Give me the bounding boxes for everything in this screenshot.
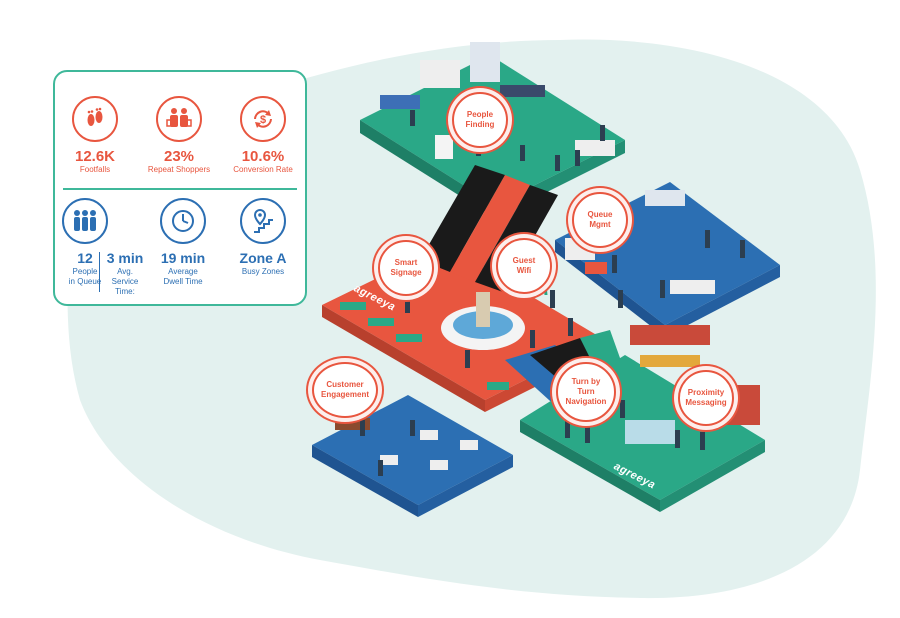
feature-label-line: Navigation bbox=[565, 397, 607, 406]
feature-label-line: Proximity bbox=[687, 388, 725, 397]
feature-label-line: Turn bbox=[577, 387, 595, 396]
feature-label-line: People bbox=[466, 110, 494, 119]
conversion-dollar-icon: $ bbox=[240, 96, 286, 142]
stat-label: Repeat Shoppers bbox=[147, 165, 211, 174]
stat-label-line: Dwell Time bbox=[163, 277, 203, 286]
stat-label-line: Service bbox=[111, 277, 139, 286]
stat-label-line: in Queue bbox=[68, 277, 102, 286]
stat-value: 12 bbox=[77, 250, 93, 266]
stats-divider bbox=[63, 188, 297, 190]
stat-service-time: 3 min Avg. Service Time: bbox=[83, 250, 167, 297]
stat-dwell-time: 19 min Average Dwell Time bbox=[141, 198, 225, 287]
shoppers-icon bbox=[156, 96, 202, 142]
people-queue-icon bbox=[62, 198, 108, 244]
stat-repeat-shoppers: 23% Repeat Shoppers bbox=[137, 96, 221, 175]
feature-label-line: Engagement bbox=[320, 390, 369, 399]
stat-busy-zones: Zone A Busy Zones bbox=[221, 198, 305, 277]
stat-footfalls: 12.6K Footfalls bbox=[53, 96, 137, 175]
stat-label: Footfalls bbox=[79, 165, 111, 174]
stat-separator bbox=[99, 252, 100, 292]
stat-label: Conversion Rate bbox=[233, 165, 293, 174]
feature-label-line: Wifi bbox=[516, 266, 532, 275]
stat-conversion-rate: $ 10.6% Conversion Rate bbox=[221, 96, 305, 175]
stat-label-line: Avg. bbox=[117, 267, 133, 276]
feature-label-line: Mgmt bbox=[589, 220, 611, 229]
stat-label-line: Time: bbox=[115, 287, 135, 296]
footprints-icon bbox=[72, 96, 118, 142]
shoppers-figures bbox=[360, 110, 745, 476]
stat-label-line: Average bbox=[168, 267, 198, 276]
feature-label-line: Queue bbox=[587, 210, 613, 219]
location-stairs-icon bbox=[240, 198, 286, 244]
stat-value: 12.6K bbox=[74, 148, 116, 165]
stat-label-line: People bbox=[72, 267, 98, 276]
feature-label-line: Finding bbox=[465, 120, 495, 129]
stat-value: 10.6% bbox=[241, 148, 285, 165]
feature-label-line: Smart bbox=[394, 258, 418, 267]
feature-label-line: Messaging bbox=[685, 398, 727, 407]
clock-icon bbox=[160, 198, 206, 244]
feature-label-line: Customer bbox=[326, 380, 364, 389]
stat-people-in-queue bbox=[43, 198, 127, 250]
feature-label-line: Turn by bbox=[571, 377, 601, 386]
stat-value: Zone A bbox=[239, 250, 287, 266]
feature-label-line: Signage bbox=[390, 268, 422, 277]
stat-queue-count: 12 People in Queue bbox=[43, 250, 127, 287]
stat-value: 3 min bbox=[106, 250, 144, 266]
stat-value: 23% bbox=[163, 148, 195, 165]
feature-label-line: Guest bbox=[512, 256, 536, 265]
svg-text:$: $ bbox=[260, 114, 266, 126]
stat-label-line: Busy Zones bbox=[241, 267, 285, 276]
analytics-stats-card: 12.6K Footfalls 23% Repeat Shoppers $ 10… bbox=[53, 70, 307, 306]
stat-value: 19 min bbox=[160, 250, 206, 266]
